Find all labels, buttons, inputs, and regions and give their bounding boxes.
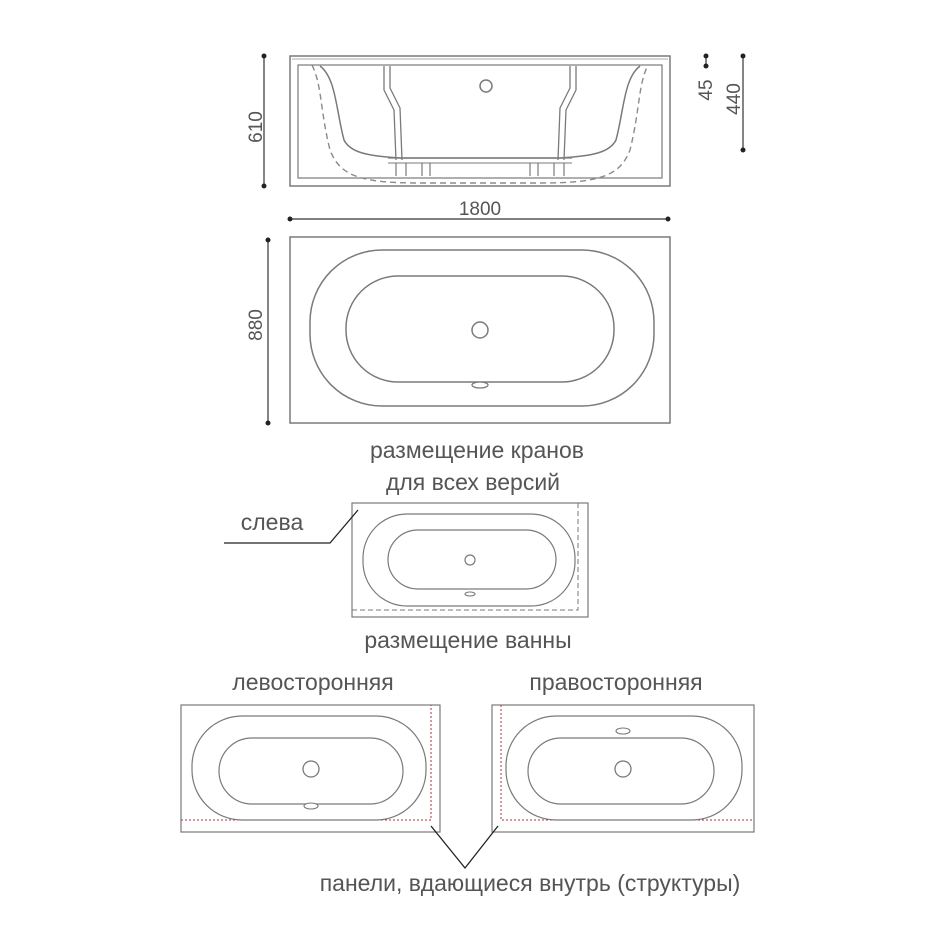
width-label: 880 [246, 309, 267, 341]
tub-placement-view: слева [224, 502, 589, 618]
depth-dim-dot-bottom [740, 147, 746, 153]
height-dim-dot-bottom [261, 183, 267, 189]
plan-tub-rim [309, 249, 655, 407]
left-hand-drain-icon [302, 760, 320, 778]
width-dim-dot-top [265, 237, 271, 243]
plan-drain-icon [471, 321, 489, 339]
height-dim-dot-top [261, 53, 267, 59]
rim-label: 45 [696, 79, 717, 100]
length-dim-dot-left [287, 216, 293, 222]
placement-tub-rim [362, 513, 576, 607]
depth-label: 440 [724, 83, 745, 115]
right-hand-overflow-icon [615, 727, 631, 735]
panel-leader-lines [430, 825, 499, 870]
right-hand-caption: правосторонняя [529, 669, 702, 695]
right-support [557, 66, 577, 161]
rim-dim-dot-bottom [703, 63, 709, 69]
placement-tub-basin [387, 529, 557, 590]
left-label: слева [241, 509, 304, 535]
tub-placement-caption: размещение ванны [364, 627, 571, 653]
right-hand-tub-rim [505, 715, 743, 821]
height-label: 610 [246, 111, 267, 143]
left-hand-tub-rim [191, 715, 427, 821]
placement-overflow-icon [464, 591, 476, 597]
plan-overflow-icon [471, 381, 489, 389]
placement-dashed-edge [352, 503, 579, 611]
left-hand-view [180, 704, 441, 833]
length-dim-dot-right [665, 216, 671, 222]
side-overflow-icon [479, 79, 493, 93]
side-elevation-view: 610 45 440 1800 [246, 53, 746, 222]
side-outer-frame [289, 55, 671, 187]
left-hand-overflow-icon [303, 802, 319, 810]
rim-dim-dot-top [703, 53, 709, 59]
width-dim-dot-bottom [265, 420, 271, 426]
placement-drain-icon [464, 554, 476, 566]
side-shell-dashed [311, 64, 649, 184]
depth-dim-dot-top [740, 53, 746, 59]
recessed-panels-caption: панели, вдающиеся внутрь (структуры) [320, 870, 741, 896]
tap-placement-line2: для всех версий [386, 469, 560, 495]
length-label: 1800 [459, 199, 501, 220]
tap-placement-line1: размещение кранов [370, 437, 584, 463]
top-plan-view: 880 [246, 236, 671, 426]
left-hand-caption: левосторонняя [232, 669, 393, 695]
support-feet [395, 163, 565, 176]
left-hand-panel-edge [181, 705, 432, 821]
left-leader-line [224, 509, 359, 544]
right-hand-tub-basin [527, 737, 715, 805]
right-hand-view [491, 704, 755, 833]
right-hand-drain-icon [614, 760, 632, 778]
side-inner-frame [297, 64, 663, 179]
left-support [383, 66, 403, 161]
